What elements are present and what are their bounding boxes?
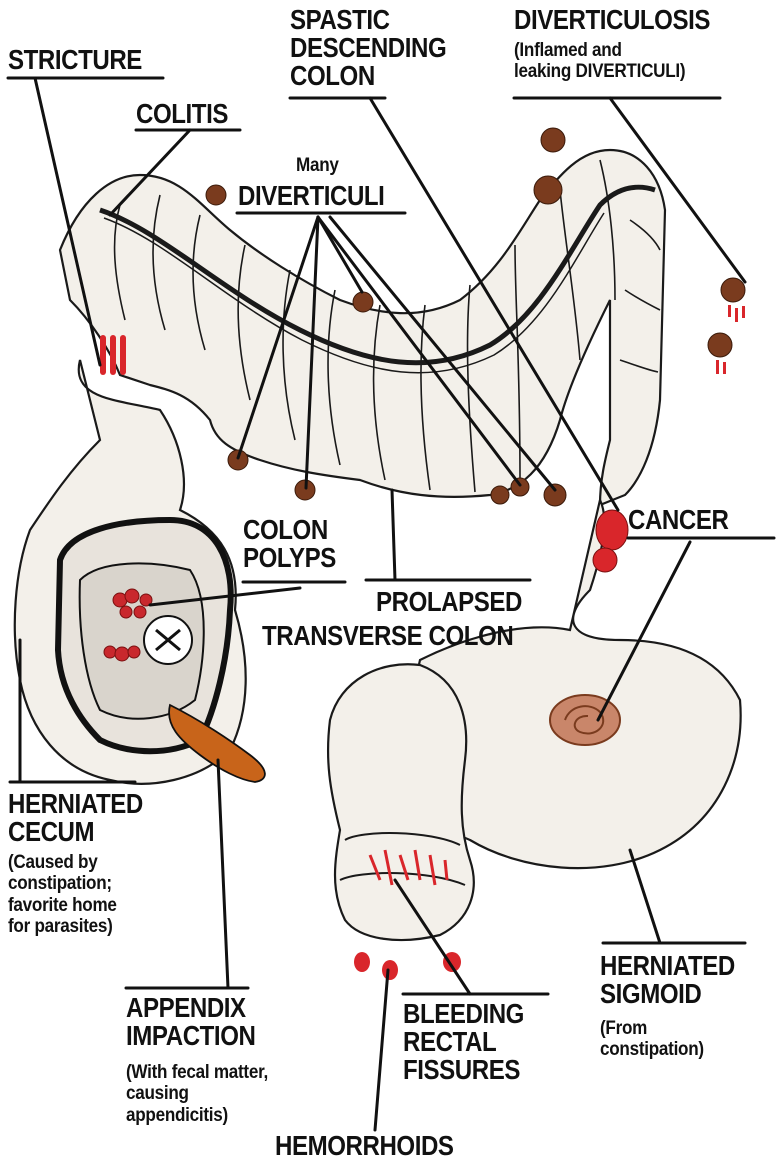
appendix-note-1: (With fecal matter,	[126, 1062, 268, 1083]
label-cancer: CANCER	[628, 506, 728, 534]
bleeding-line-1: BLEEDING	[403, 1000, 524, 1028]
cecum-note-1: (Caused by	[8, 852, 117, 873]
label-diverticulosis: DIVERTICULOSIS	[514, 6, 710, 34]
appendix-note-2: causing	[126, 1083, 268, 1104]
herniated-cecum-line-1: HERNIATED	[8, 790, 143, 818]
label-many: Many	[296, 155, 339, 176]
cecum-note-2: constipation;	[8, 873, 117, 894]
label-colitis: COLITIS	[136, 100, 228, 128]
label-spastic-descending-colon: SPASTIC DESCENDING COLON	[290, 6, 446, 90]
diverticulosis-note-2: leaking DIVERTICULI)	[514, 61, 685, 82]
diverticulosis-note-1: (Inflamed and	[514, 40, 685, 61]
cecum-note-3: favorite home	[8, 895, 117, 916]
colon-polyps-line-2: POLYPS	[243, 544, 336, 572]
sigmoid-note-2: constipation)	[600, 1039, 704, 1060]
label-herniated-sigmoid-note: (From constipation)	[600, 1018, 704, 1061]
label-transverse-colon: TRANSVERSE COLON	[262, 622, 513, 650]
label-diverticulosis-note: (Inflamed and leaking DIVERTICULI)	[514, 40, 685, 83]
bleeding-line-2: RECTAL	[403, 1028, 524, 1056]
spastic-line-2: DESCENDING	[290, 34, 446, 62]
label-diverticuli: DIVERTICULI	[238, 182, 384, 210]
cecum-note-4: for parasites)	[8, 916, 117, 937]
label-herniated-cecum-note: (Caused by constipation; favorite home f…	[8, 852, 117, 937]
herniated-cecum-line-2: CECUM	[8, 818, 143, 846]
stricture-mark	[100, 335, 126, 375]
bleeding-line-3: FISSURES	[403, 1056, 524, 1084]
appendix-line-2: IMPACTION	[126, 1022, 255, 1050]
cancer-lesion	[550, 695, 620, 745]
rectum	[328, 664, 474, 940]
spastic-line-3: COLON	[290, 62, 446, 90]
cecum-cutaway	[58, 520, 231, 751]
label-prolapsed: PROLAPSED	[376, 588, 522, 616]
label-herniated-cecum: HERNIATED CECUM	[8, 790, 143, 846]
sigmoid-line-1: HERNIATED	[600, 952, 735, 980]
spastic-line-1: SPASTIC	[290, 6, 446, 34]
label-colon-polyps: COLON POLYPS	[243, 516, 336, 572]
colon-polyps-line-1: COLON	[243, 516, 336, 544]
descending-colon-lesions	[593, 510, 628, 572]
label-bleeding-rectal-fissures: BLEEDING RECTAL FISSURES	[403, 1000, 524, 1084]
label-hemorrhoids: HEMORRHOIDS	[275, 1132, 454, 1160]
label-appendix-note: (With fecal matter, causing appendicitis…	[126, 1062, 268, 1126]
sigmoid-line-2: SIGMOID	[600, 980, 735, 1008]
label-stricture: STRICTURE	[8, 46, 142, 74]
sigmoid-note-1: (From	[600, 1018, 704, 1039]
appendix-note-3: appendicitis)	[126, 1105, 268, 1126]
label-appendix-impaction: APPENDIX IMPACTION	[126, 994, 255, 1050]
label-herniated-sigmoid: HERNIATED SIGMOID	[600, 952, 735, 1008]
appendix-line-1: APPENDIX	[126, 994, 255, 1022]
